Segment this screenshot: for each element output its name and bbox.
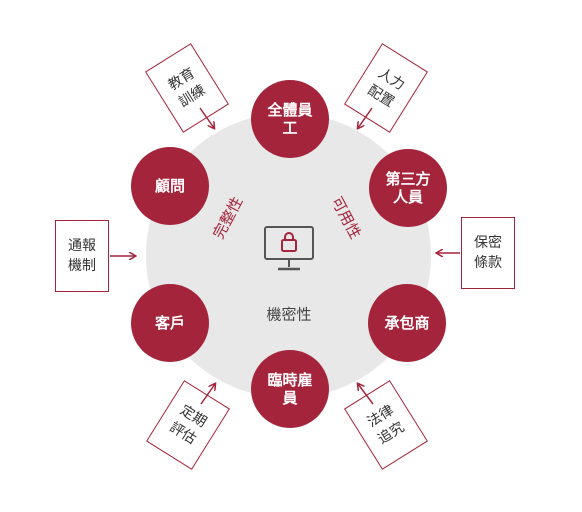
center-label: 機密性 bbox=[266, 305, 312, 324]
box-training: 教育訓練 bbox=[145, 43, 229, 133]
node-third-party: 第三方人員 bbox=[369, 149, 447, 227]
monitor-lock-icon bbox=[264, 226, 314, 271]
node-temp-staff: 臨時雇員 bbox=[251, 350, 329, 428]
box-staffing: 人力配置 bbox=[344, 43, 428, 133]
box-confidentiality-clause: 保密條款 bbox=[461, 217, 515, 289]
node-consultant: 顧問 bbox=[131, 147, 209, 225]
node-customer: 客戶 bbox=[131, 284, 209, 362]
node-contractor: 承包商 bbox=[368, 284, 446, 362]
box-periodic-review: 定期評估 bbox=[146, 380, 230, 470]
box-legal-action: 法律追究 bbox=[344, 380, 428, 470]
box-reporting: 通報機制 bbox=[55, 220, 109, 292]
node-all-staff: 全體員工 bbox=[251, 80, 329, 158]
